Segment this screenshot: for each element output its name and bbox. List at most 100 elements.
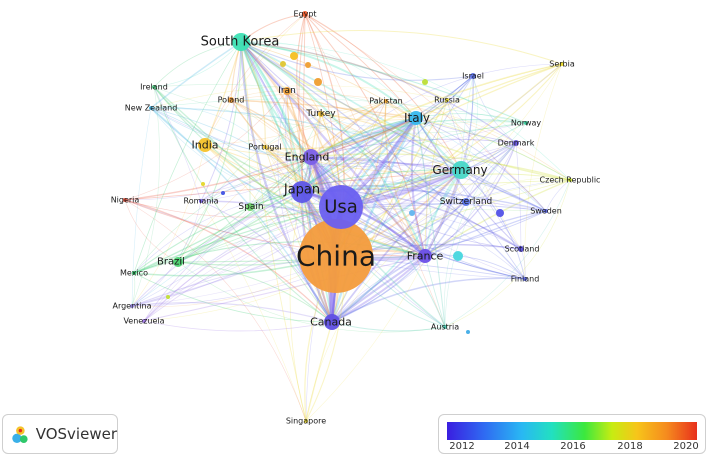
node-sweden[interactable] [544,209,548,213]
node-ireland[interactable] [152,85,156,89]
link [240,41,266,148]
link [124,199,333,323]
link [240,41,571,181]
link [304,13,426,257]
unlabeled-node [201,182,205,186]
node-usa[interactable] [319,185,363,229]
link [143,191,303,322]
link [310,155,462,172]
node-egypt[interactable] [302,11,308,17]
label-iran: Iran [278,86,296,96]
node-singapore[interactable] [304,419,308,423]
node-brazil[interactable] [173,257,183,267]
link [240,41,307,422]
vosviewer-logo: VOSviewer [2,414,118,454]
link [331,210,547,323]
node-poland[interactable] [228,97,234,103]
node-mexico[interactable] [132,271,136,275]
link [301,63,563,193]
node-russia[interactable] [445,98,449,102]
node-india[interactable] [198,138,212,152]
node-iran[interactable] [283,87,291,95]
link [524,63,563,280]
link [340,203,547,212]
link [460,75,474,171]
link [133,191,303,274]
node-serbia[interactable] [560,62,564,66]
link [143,255,426,322]
node-spain[interactable] [246,203,254,211]
link [320,106,517,144]
link [335,63,563,257]
link [133,169,462,274]
node-pakistan[interactable] [384,99,388,103]
link [230,99,312,158]
legend-tick: 2016 [560,441,586,452]
node-switzerland[interactable] [462,198,470,206]
node-italy[interactable] [409,111,423,125]
node-scotland[interactable] [518,246,524,252]
link [385,100,462,171]
node-japan[interactable] [291,181,313,203]
node-romania[interactable] [199,199,203,203]
link [264,100,387,148]
link [143,122,527,322]
label-brazil: Brazil [157,257,185,268]
unlabeled-node [314,78,322,86]
link [150,107,342,208]
link [415,63,563,119]
link [124,199,426,257]
label-austria: Austria [431,323,459,332]
link [331,142,517,323]
link [240,41,547,212]
node-israel[interactable] [470,73,476,79]
link [150,107,517,168]
link [424,99,448,257]
link [310,117,417,158]
link [304,13,417,119]
link [301,13,306,193]
node-venezuela[interactable] [142,319,146,323]
node-finland[interactable] [523,277,527,281]
node-south_korea[interactable] [232,33,250,51]
link [240,41,517,144]
node-norway[interactable] [524,121,528,125]
link [124,199,307,422]
node-canada[interactable] [324,314,340,330]
link [249,99,448,208]
node-turkey[interactable] [318,111,324,117]
link [177,261,333,323]
link [330,117,418,323]
link [305,169,462,422]
node-france[interactable] [418,249,432,263]
label-england: England [285,151,330,164]
link [230,99,312,158]
link [424,210,547,257]
node-czech[interactable] [568,178,572,182]
node-denmark[interactable] [513,140,519,146]
nodes-layer [123,11,572,423]
link [410,117,427,257]
node-argentina[interactable] [130,304,134,308]
node-england[interactable] [303,149,319,165]
link [277,90,333,323]
link [320,113,462,171]
label-finland: Finland [511,275,540,284]
link [310,63,563,158]
node-austria[interactable] [443,325,447,329]
node-portugal[interactable] [263,145,267,149]
link [331,142,517,323]
node-germany[interactable] [452,161,470,179]
link [415,117,522,250]
link [153,86,527,134]
node-nigeria[interactable] [123,198,127,202]
link [124,117,417,201]
node-china[interactable] [299,219,373,293]
link [310,63,563,158]
unlabeled-node [166,295,170,299]
node-new_zealand[interactable] [149,106,153,110]
link [415,113,527,124]
link [310,156,547,212]
label-switzerland: Switzerland [440,197,493,207]
legend-tick: 2018 [617,441,643,452]
